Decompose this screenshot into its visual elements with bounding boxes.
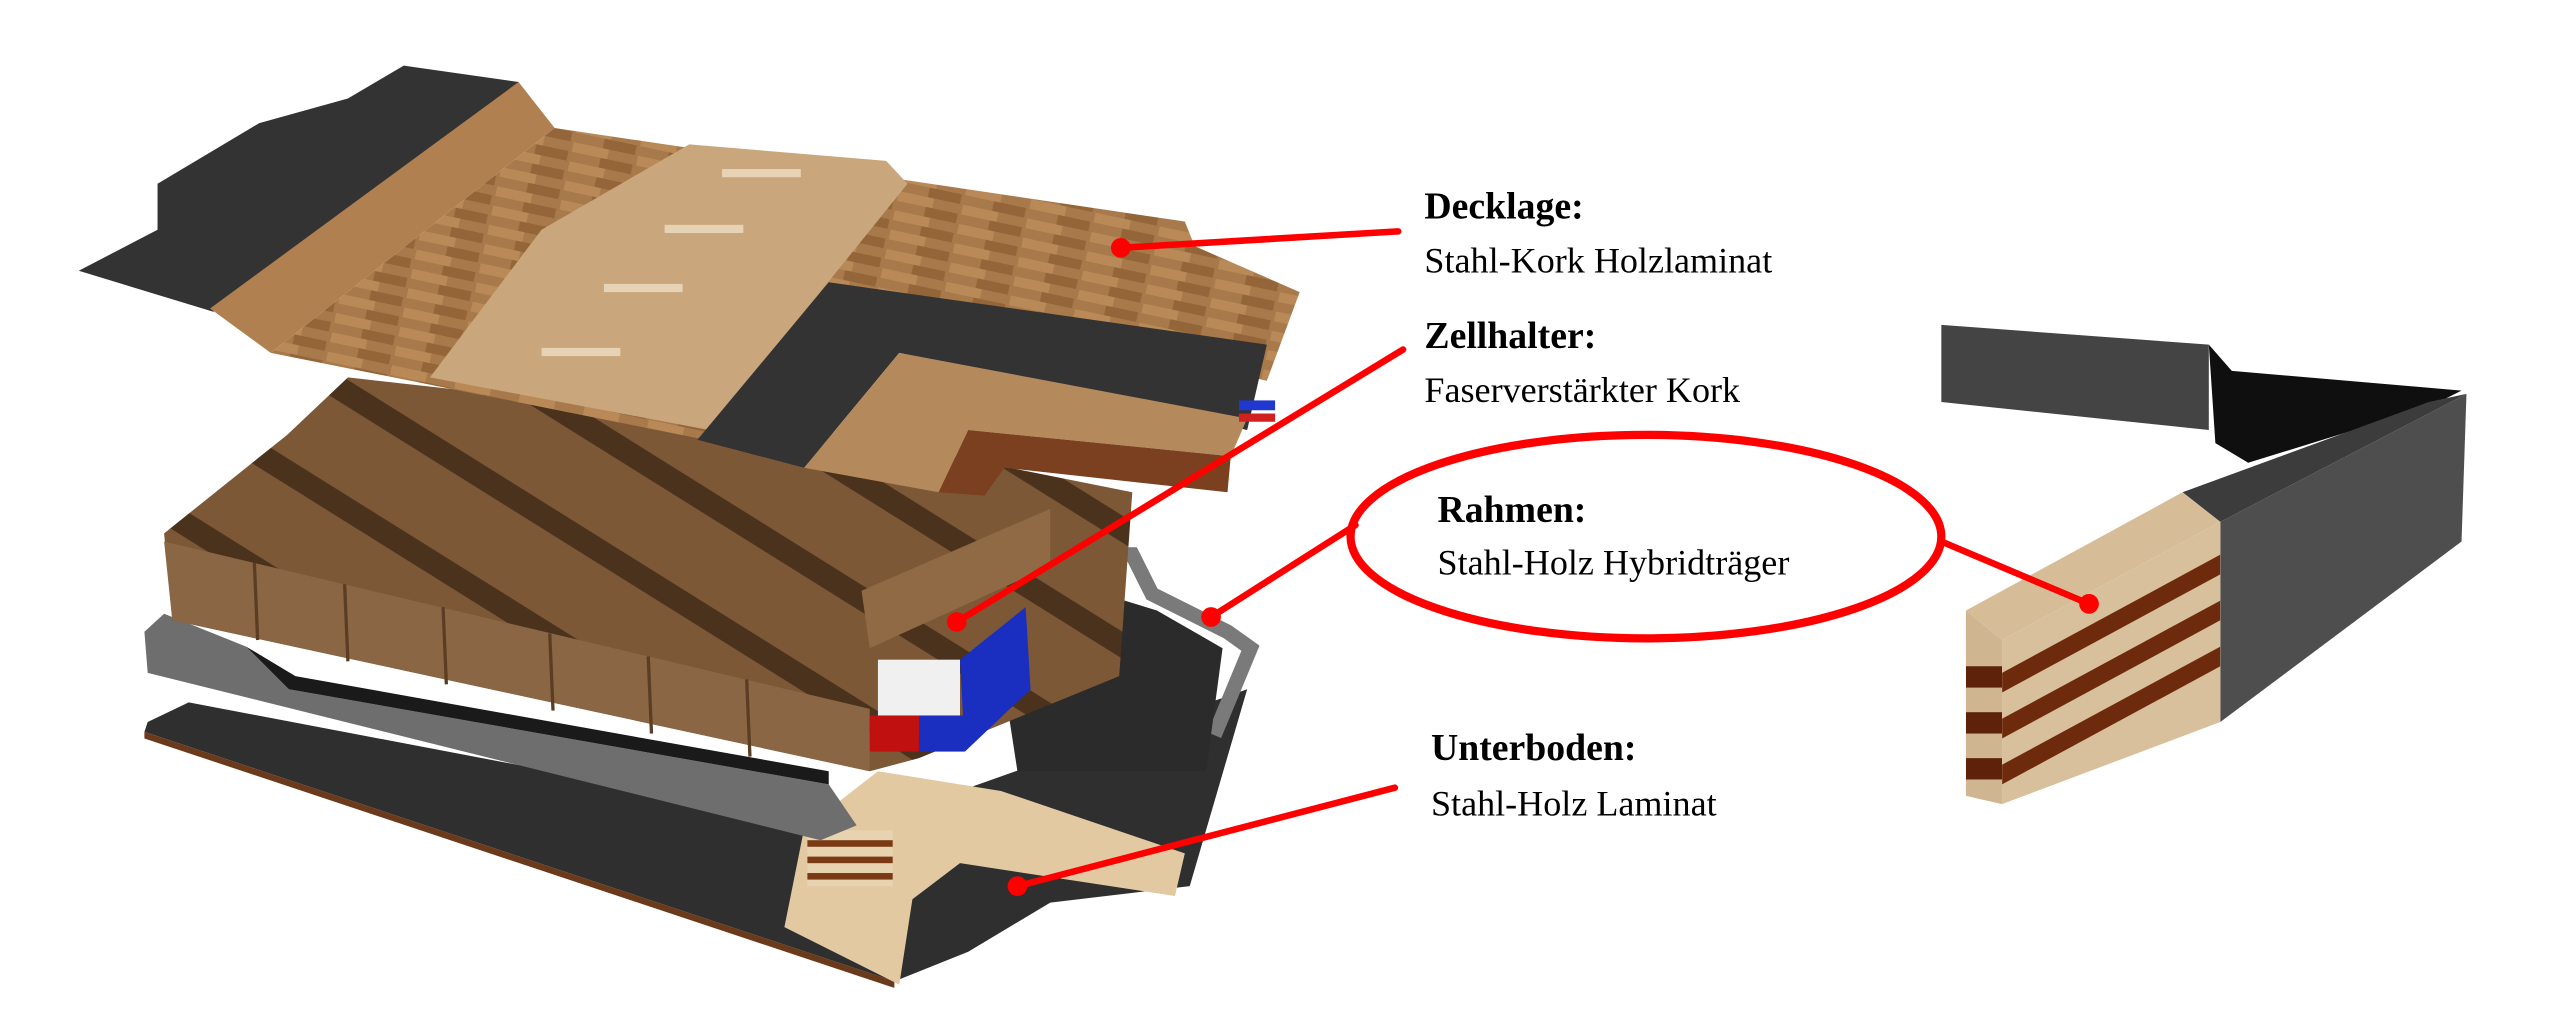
label-title: Rahmen:	[1438, 489, 1587, 531]
leader-dot	[1201, 607, 1221, 627]
label-subtitle: Stahl-Holz Hybridträger	[1438, 542, 1790, 582]
leader-dot	[946, 612, 967, 632]
battery-cells	[869, 607, 1031, 752]
hybrid-beam-detail	[1941, 324, 2467, 805]
label-subtitle: Faserverstärkter Kork	[1424, 370, 1741, 410]
leader-line-beam	[1938, 538, 2093, 608]
leader-dot	[1007, 876, 1028, 896]
label-title: Unterboden:	[1431, 727, 1636, 769]
callout-zellhalter: Zellhalter: Faserverstärkter Kork	[946, 315, 1741, 632]
leader-dot	[1110, 237, 1131, 258]
leader-line	[1014, 784, 1399, 890]
leader-line	[1117, 228, 1402, 252]
callout-unterboden: Unterboden: Stahl-Holz Laminat	[1007, 727, 1717, 896]
highlight-ellipse	[1346, 430, 1946, 643]
top-plate	[78, 65, 1300, 496]
callout-rahmen: Rahmen: Stahl-Holz Hybridträger	[1201, 430, 2099, 643]
callout-decklage: Decklage: Stahl-Kork Holzlaminat	[1110, 185, 1772, 280]
leader-line	[953, 346, 1407, 626]
leader-dot-beam	[2079, 594, 2099, 614]
underbody-plate	[144, 689, 1248, 988]
label-title: Zellhalter:	[1424, 315, 1596, 357]
label-subtitle: Stahl-Kork Holzlaminat	[1424, 240, 1772, 280]
label-subtitle: Stahl-Holz Laminat	[1431, 784, 1717, 824]
label-title: Decklage:	[1424, 185, 1583, 227]
leader-line	[1207, 521, 1359, 621]
